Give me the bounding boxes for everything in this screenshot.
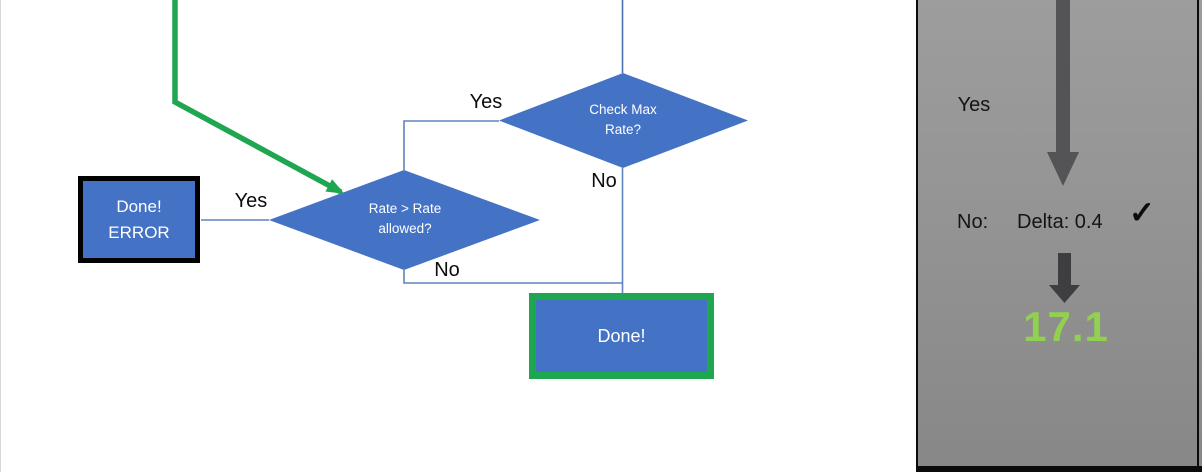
down-arrow-small-icon [1049, 253, 1080, 303]
down-arrow-icon [1047, 0, 1079, 186]
panel-bottom-bar [916, 466, 1202, 472]
check-max-rate-label: Check Max Rate? [523, 100, 723, 139]
rate-allowed-line2: allowed? [378, 220, 432, 236]
panel-left-border [916, 0, 918, 472]
diamond-check-max-rate [499, 73, 748, 168]
done-error-line1: Done! [116, 197, 162, 216]
edge-label-rate-no: No [434, 259, 460, 281]
node-done-error: Done! ERROR [78, 176, 200, 263]
node-done: Done! [529, 293, 714, 379]
check-max-rate-line1: Check Max [589, 102, 657, 117]
panel-right-border [1197, 0, 1199, 472]
checkmark-icon: ✓ [1129, 195, 1155, 230]
panel-yes-label: Yes [957, 94, 991, 116]
connector-rate-no [403, 270, 623, 284]
rate-allowed-line1: Rate > Rate [368, 201, 442, 216]
edge-label-rate-yes: Yes [234, 190, 268, 212]
connector-check-yes [403, 120, 499, 170]
edge-label-check-no: No [591, 170, 617, 192]
rate-allowed-label: Rate > Rate allowed? [305, 199, 505, 238]
done-label: Done! [597, 325, 646, 346]
edge-label-check-yes: Yes [469, 91, 503, 113]
diamond-rate-allowed [269, 170, 540, 270]
panel-result-value: 17.1 [1023, 303, 1109, 350]
green-path-arrow [172, 0, 345, 195]
check-max-rate-line2: Rate? [604, 121, 642, 137]
panel-delta-value: Delta: 0.4 [1017, 211, 1103, 233]
panel-no-label: No: [957, 211, 989, 233]
done-error-line2: ERROR [108, 222, 170, 242]
